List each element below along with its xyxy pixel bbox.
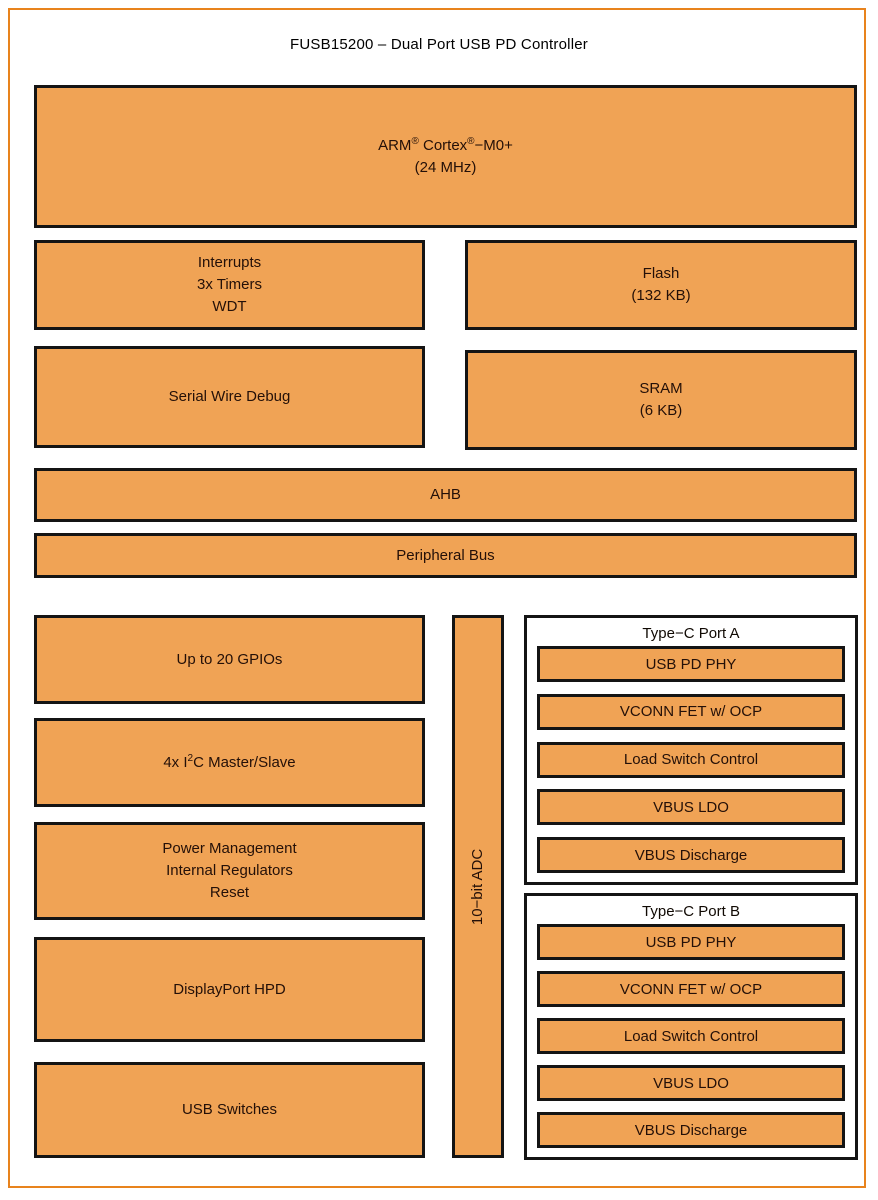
type-c-port-a-box: Type−C Port A USB PD PHY VCONN FET w/ OC… bbox=[524, 615, 858, 885]
reset-line: Reset bbox=[209, 884, 250, 901]
i2c-label: 4x I2C Master/Slave bbox=[163, 752, 296, 771]
port-b-vconn-fet: VCONN FET w/ OCP bbox=[537, 971, 845, 1007]
flash-label: Flash bbox=[642, 265, 680, 282]
type-c-port-a-title: Type−C Port A bbox=[642, 625, 740, 642]
interrupts-line: Interrupts bbox=[197, 254, 262, 271]
power-management-line: Power Management bbox=[162, 840, 297, 857]
peripheral-bus-block: Peripheral Bus bbox=[34, 533, 857, 578]
displayport-hpd-block: DisplayPort HPD bbox=[34, 937, 425, 1042]
interrupts-timers-wdt-block: Interrupts 3x Timers WDT bbox=[34, 240, 425, 330]
type-c-port-b-title: Type−C Port B bbox=[642, 903, 740, 920]
port-a-vconn-fet: VCONN FET w/ OCP bbox=[537, 693, 845, 730]
serial-wire-debug-label: Serial Wire Debug bbox=[168, 388, 291, 405]
usb-switches-label: USB Switches bbox=[181, 1101, 278, 1118]
adc-block: 10−bit ADC bbox=[452, 615, 504, 1158]
displayport-hpd-label: DisplayPort HPD bbox=[173, 980, 286, 998]
port-b-vbus-discharge: VBUS Discharge bbox=[537, 1112, 845, 1148]
flash-size: (132 KB) bbox=[631, 287, 691, 304]
gpio-block: Up to 20 GPIOs bbox=[34, 615, 425, 704]
cpu-block: ARM® Cortex®−M0+ (24 MHz) bbox=[34, 85, 857, 228]
usb-switches-block: USB Switches bbox=[34, 1062, 425, 1158]
port-b-usb-pd-phy: USB PD PHY bbox=[537, 924, 845, 960]
sram-size: (6 KB) bbox=[639, 402, 683, 419]
diagram-title: FUSB15200 – Dual Port USB PD Controller bbox=[290, 36, 588, 53]
port-b-load-switch-control: Load Switch Control bbox=[537, 1018, 845, 1054]
type-c-port-b-bars: USB PD PHY VCONN FET w/ OCP Load Switch … bbox=[537, 924, 845, 1148]
type-c-port-b-box: Type−C Port B USB PD PHY VCONN FET w/ OC… bbox=[524, 893, 858, 1160]
port-a-vbus-ldo: VBUS LDO bbox=[537, 789, 845, 826]
sram-label: SRAM bbox=[639, 380, 683, 397]
cpu-name: ARM® Cortex®−M0+ bbox=[378, 135, 513, 154]
i2c-block: 4x I2C Master/Slave bbox=[34, 718, 425, 807]
sram-block: SRAM (6 KB) bbox=[465, 350, 857, 450]
port-a-vbus-discharge: VBUS Discharge bbox=[537, 837, 845, 873]
wdt-line: WDT bbox=[212, 298, 247, 315]
type-c-port-a-bars: USB PD PHY VCONN FET w/ OCP Load Switch … bbox=[537, 646, 845, 873]
port-a-load-switch-control: Load Switch Control bbox=[537, 741, 845, 778]
power-management-block: Power Management Internal Regulators Res… bbox=[34, 822, 425, 920]
adc-label: 10−bit ADC bbox=[469, 848, 487, 925]
cpu-frequency: (24 MHz) bbox=[414, 158, 477, 176]
internal-regulators-line: Internal Regulators bbox=[166, 862, 293, 879]
flash-block: Flash (132 KB) bbox=[465, 240, 857, 330]
ahb-bus-block: AHB bbox=[34, 468, 857, 522]
peripheral-bus-label: Peripheral Bus bbox=[396, 546, 495, 564]
gpio-label: Up to 20 GPIOs bbox=[176, 650, 283, 668]
ahb-label: AHB bbox=[430, 486, 461, 503]
timers-line: 3x Timers bbox=[196, 276, 262, 293]
port-b-vbus-ldo: VBUS LDO bbox=[537, 1065, 845, 1101]
serial-wire-debug-block: Serial Wire Debug bbox=[34, 346, 425, 448]
port-a-usb-pd-phy: USB PD PHY bbox=[537, 646, 845, 682]
